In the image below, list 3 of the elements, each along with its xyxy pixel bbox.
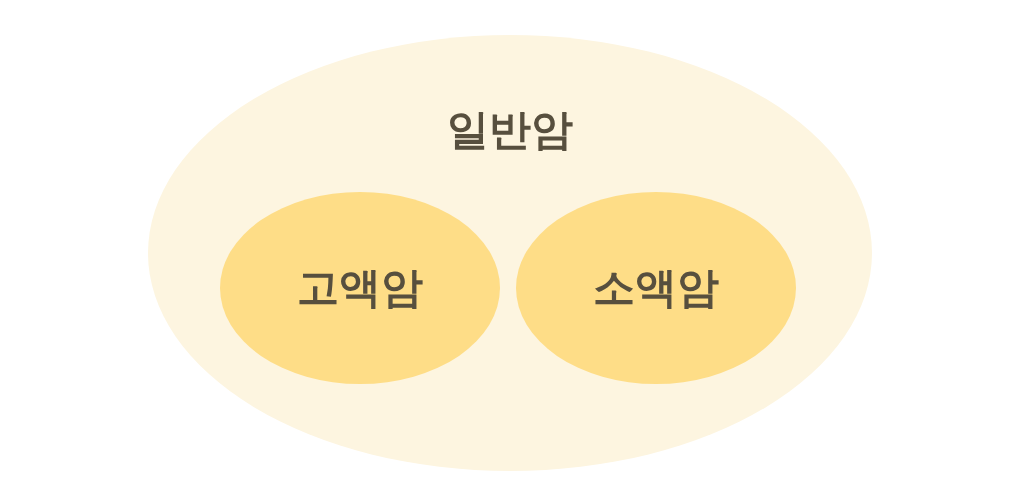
ellipse-label: 일반암 bbox=[447, 105, 573, 155]
ellipse-label: 소액암 bbox=[593, 263, 719, 313]
ellipse-label: 고액암 bbox=[297, 263, 423, 313]
